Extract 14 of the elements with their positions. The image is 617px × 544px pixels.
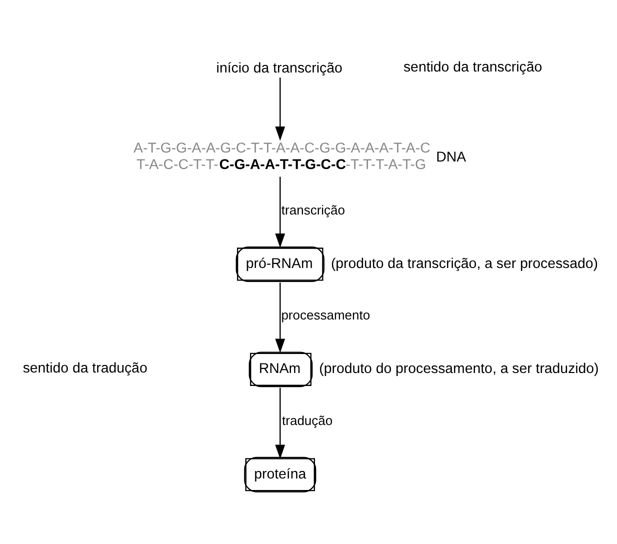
arrow — [275, 77, 286, 140]
edge-label: processamento — [281, 307, 370, 322]
edge-label: transcrição — [281, 202, 346, 217]
node-text: início da transcrição — [216, 60, 342, 76]
node-label: DNA — [436, 149, 466, 166]
node-label: (produto da transcrição, a ser processado) — [330, 255, 598, 272]
arrow — [275, 176, 286, 248]
node-label: (produto do processamento, a ser traduzido) — [319, 360, 599, 377]
label: sentido da tradução — [22, 360, 148, 376]
edge-label: tradução — [282, 412, 333, 428]
arrow — [275, 387, 286, 458]
label: sentido da transcrição — [403, 59, 542, 76]
node-text: A-T-G-G-A-A-G-C-T-T-A-A-C-G-G-A-A-A-T-A-C T-A-C-C-T-T-C-G-A-A-T-T-G-C-C-T-T-T-A-T-G — [134, 140, 430, 173]
arrow — [275, 282, 286, 352]
